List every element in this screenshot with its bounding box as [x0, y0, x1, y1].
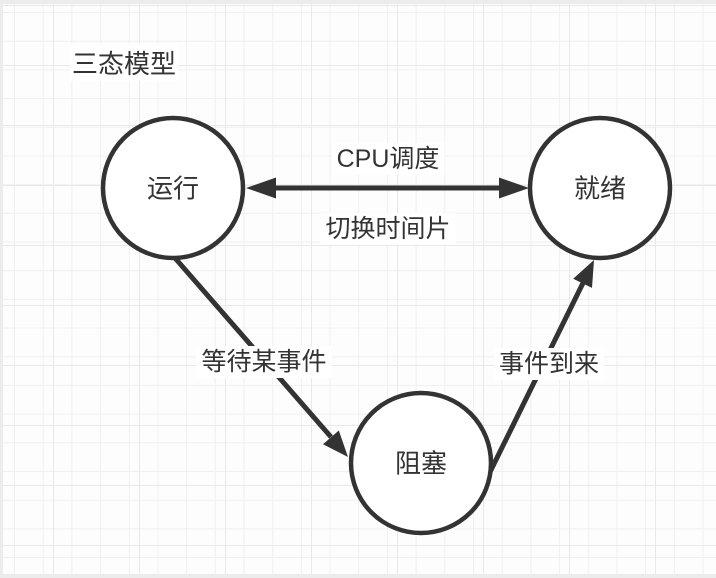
edge-label-switch-timeslice[interactable]: 切换时间片	[320, 213, 456, 245]
node-ready[interactable]	[527, 115, 673, 261]
edge-label-event-arrive[interactable]: 事件到来	[493, 348, 605, 380]
canvas-edge-top	[0, 0, 716, 4]
arrowhead-left-icon	[246, 177, 276, 199]
node-label-ready[interactable]: 就绪	[573, 173, 627, 204]
edge-label-cpu-schedule[interactable]: CPU调度	[331, 143, 445, 175]
edge-label-wait-event[interactable]: 等待某事件	[196, 346, 332, 378]
node-label-blocked[interactable]: 阻塞	[394, 448, 448, 479]
canvas-edge-bottom	[0, 574, 716, 578]
arrowhead-to-ready-icon	[573, 260, 594, 288]
arrowhead-right-icon	[499, 177, 529, 199]
canvas-edge-left	[0, 0, 3, 578]
node-blocked[interactable]	[348, 390, 494, 536]
node-label-running[interactable]: 运行	[146, 173, 200, 204]
arrowhead-to-blocked-icon	[323, 430, 348, 457]
node-running[interactable]	[100, 115, 246, 261]
diagram-title[interactable]: 三态模型	[70, 44, 179, 81]
